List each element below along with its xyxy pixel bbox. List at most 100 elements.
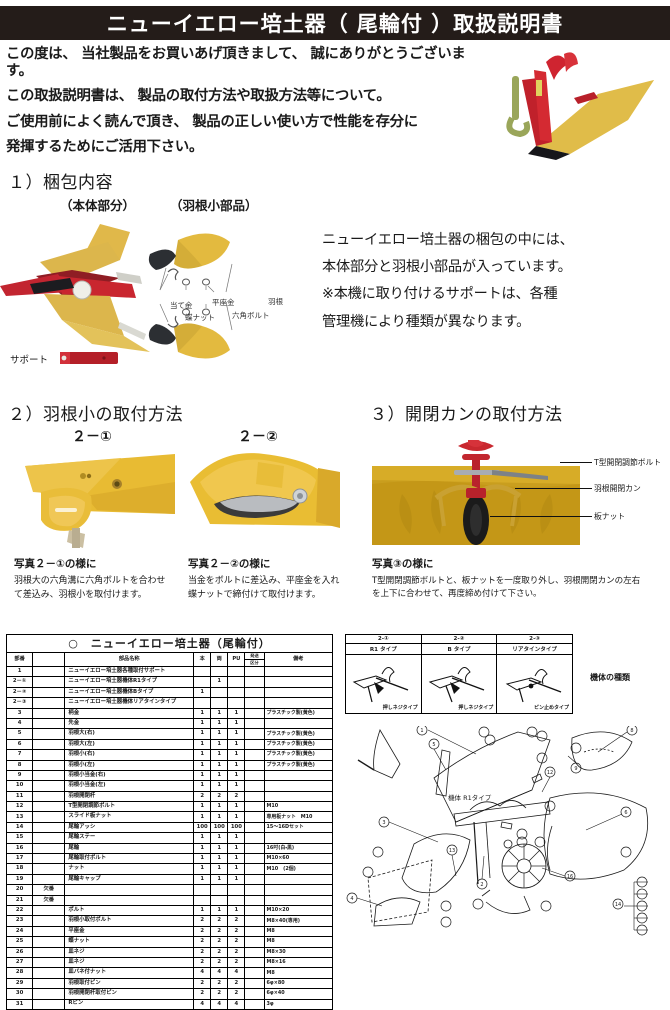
cell-qty-3: 4 <box>227 998 246 1010</box>
cell-remark: M10 (2個) <box>263 863 334 875</box>
cell-no: 4 <box>5 717 34 730</box>
type-code-row: 2-① 2-② 2-③ <box>345 634 573 644</box>
cell-qty-3: 2 <box>227 956 246 969</box>
cell-name: 平座金 <box>64 925 195 938</box>
cell-ship <box>244 811 265 823</box>
page-title-banner: ニューイエロー培土器（ 尾輪付 ）取扱説明書 <box>0 6 670 40</box>
cell-ship <box>244 728 265 740</box>
cell-qty-3: 1 <box>227 759 246 771</box>
cell-qty-1: 100 <box>193 821 212 834</box>
cell-remark <box>263 676 334 688</box>
cell-qty-1: 1 <box>193 717 212 730</box>
svg-text:3: 3 <box>382 820 385 826</box>
cell-qty-1 <box>193 894 212 907</box>
caption-step-2-2: 写真２－②の様に 当金をボルトに差込み、平座金を入れ蝶ナットで締付けて取付けます… <box>188 556 340 602</box>
svg-text:16: 16 <box>567 874 573 880</box>
cell-qty-1: 2 <box>193 946 212 958</box>
header-ship-bottom: 区分 <box>250 660 259 665</box>
type-art-0: 押しネジタイプ <box>345 654 422 714</box>
cell-ship <box>244 884 265 896</box>
cell-ship <box>244 832 265 844</box>
cell-name: Rピン <box>64 998 195 1010</box>
cell-name: 羽根大(右) <box>64 728 195 740</box>
svg-text:1: 1 <box>420 728 423 734</box>
type-name-2: リアタインタイプ <box>496 643 573 655</box>
desc-line-2: 本体部分と羽根小部品が入っています。 <box>322 259 572 276</box>
callout-label-hane-kan: 羽根開閉カン <box>594 484 641 493</box>
svg-text:8: 8 <box>630 728 633 734</box>
cell-name: 尾輪キャップ <box>64 873 195 886</box>
cell-blank <box>32 697 66 709</box>
cell-name: 羽根小(左) <box>64 759 195 771</box>
cell-remark: M8×30 <box>263 946 334 958</box>
cell-qty-1: 1 <box>193 728 212 740</box>
cell-blank <box>32 728 66 740</box>
cell-qty-3: 1 <box>227 769 246 782</box>
parts-table-header-row: 部番 部品名称 本 両 PU 発送 区分 備考 <box>5 652 334 667</box>
cell-ship <box>244 977 265 990</box>
cell-qty-2: 2 <box>210 925 229 938</box>
cell-no: 24 <box>5 925 34 938</box>
cell-no: 1 <box>5 665 34 678</box>
product-hero-photo <box>478 50 664 162</box>
cell-blank <box>32 769 66 782</box>
cell-qty-3: 1 <box>227 780 246 792</box>
cell-remark: プラスチック製(黄色) <box>263 738 334 751</box>
cell-no: 21 <box>5 894 34 907</box>
header-ship-top: 発送 <box>245 654 264 660</box>
photo-step-3 <box>372 440 580 545</box>
cell-qty-2: 2 <box>210 946 229 958</box>
cell-ship <box>244 946 265 958</box>
cell-qty-3: 1 <box>227 863 246 875</box>
cell-ship <box>244 790 265 803</box>
cell-qty-2: 1 <box>210 749 229 761</box>
intro-line-2: この取扱説明書は、 製品の取付方法や取扱方法等について。 <box>6 88 391 105</box>
cell-remark: 16吋(白・黒) <box>263 842 334 855</box>
cell-remark <box>263 780 334 792</box>
cell-qty-1: 1 <box>193 811 212 823</box>
cell-no: 12 <box>5 801 34 813</box>
cell-no: 9 <box>5 769 34 782</box>
callout-label-t-bolt: T型開閉調節ボルト <box>594 458 662 467</box>
cell-blank <box>32 790 66 803</box>
cell-name: ニューイエロー培土器機体R1タイプ <box>64 676 195 688</box>
packaging-illustration <box>0 212 300 372</box>
cell-qty-2: 1 <box>210 676 229 688</box>
svg-text:2: 2 <box>480 882 483 888</box>
cell-remark: プラスチック製(黄色) <box>263 728 334 740</box>
cell-remark: 3φ <box>263 998 334 1010</box>
cell-qty-2: 4 <box>210 967 229 979</box>
cell-blank <box>32 998 66 1010</box>
svg-text:9: 9 <box>574 766 577 772</box>
cell-qty-2: 1 <box>210 904 229 917</box>
caption-step-2-1: 写真２－①の様に 羽根大の六角溝に六角ボルトを合わせて差込み、羽根小を取付けます… <box>14 556 166 602</box>
cell-name <box>64 894 195 907</box>
cell-qty-3: 1 <box>227 749 246 761</box>
part-label-chounut: 蝶ナット <box>185 313 215 322</box>
cell-qty-2 <box>210 884 229 896</box>
cell-no: 27 <box>5 956 34 969</box>
cell-qty-1: 2 <box>193 915 212 927</box>
cell-name: ニューイエロー培土器機体リアタインタイプ <box>64 697 195 709</box>
cell-qty-2: 2 <box>210 790 229 803</box>
cell-blank <box>32 925 66 938</box>
cell-qty-3: 1 <box>227 904 246 917</box>
machine-type-label: 機体の種類 <box>590 673 630 682</box>
parts-table-title: ○ ニューイエロー培土器（尾輪付） <box>6 634 333 653</box>
cell-name: 蝶ナット <box>64 936 195 948</box>
photo-step-2-1 <box>25 442 175 552</box>
section-1-body-sublabel: （本体部分） <box>60 198 136 213</box>
cell-no: 2－① <box>5 676 34 688</box>
cell-remark <box>263 832 334 844</box>
cell-no: 29 <box>5 977 34 990</box>
cell-blank: 欠番 <box>32 884 66 896</box>
cell-qty-1: 1 <box>193 749 212 761</box>
cell-qty-3 <box>227 676 246 688</box>
